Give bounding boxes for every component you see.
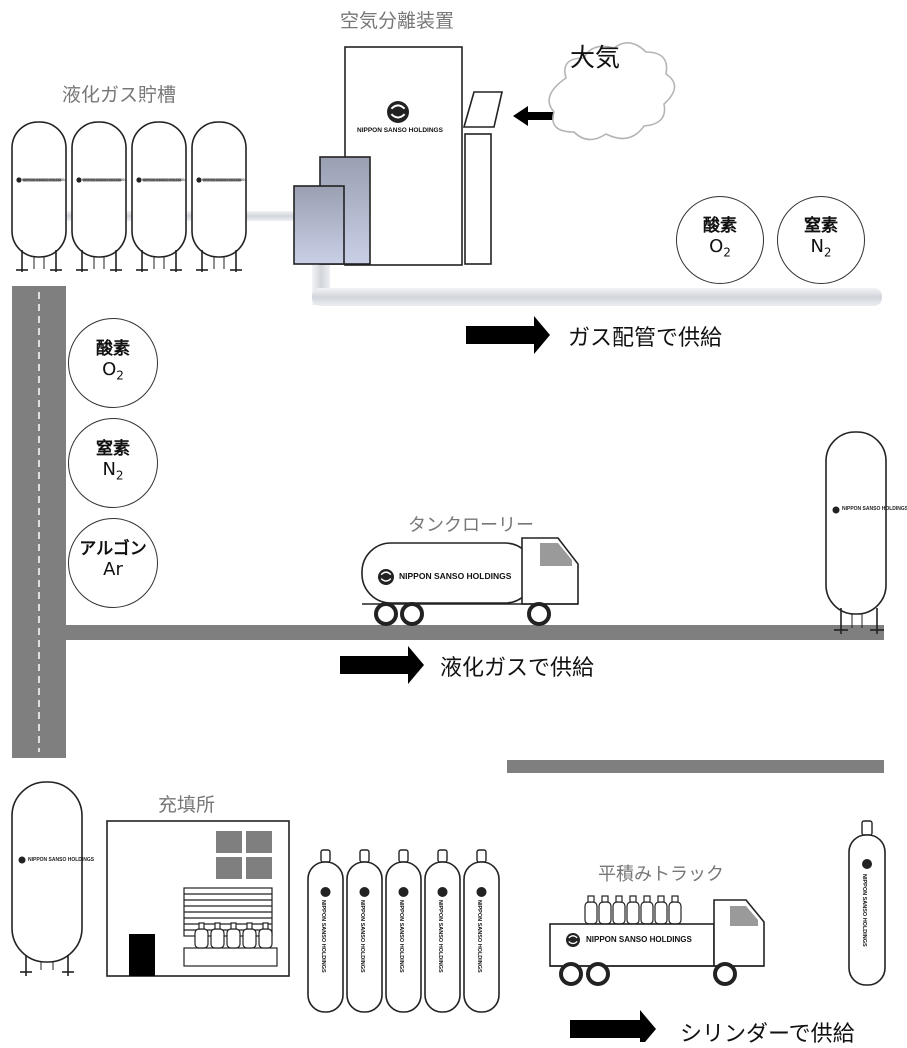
- brand-logo-text: NIPPON SANSO HOLDINGS: [28, 857, 95, 863]
- gas-symbol: O: [102, 359, 117, 381]
- brand-logo-text: NIPPON SANSO HOLDINGS: [842, 506, 907, 512]
- filling-station-tank: [11, 781, 83, 976]
- brand-logo-text: NIPPON SANSO HOLDINGS: [202, 178, 247, 182]
- cylinder-supply-label: シリンダーで供給: [680, 1022, 855, 1047]
- gas-subscript: 2: [115, 468, 124, 483]
- tank-lorry-title: タンクローリー: [408, 515, 534, 536]
- brand-logo-text: NIPPON SANSO HOLDINGS: [320, 900, 326, 973]
- air-intake-arrow: [513, 106, 554, 126]
- brand-logo-text: NIPPON SANSO HOLDINGS: [398, 900, 404, 973]
- pipeline-supply-label: ガス配管で供給: [568, 326, 723, 351]
- gas-cylinder-single: [848, 820, 886, 986]
- gas-cylinder: [424, 849, 461, 1013]
- gas-circle-oxygen: 酸素 O2: [68, 318, 158, 408]
- filling-station-title: 充填所: [158, 794, 216, 816]
- brand-logo-mark: [565, 932, 581, 948]
- brand-logo-text: NIPPON SANSO HOLDINGS: [476, 900, 482, 973]
- gas-cylinder-group: [307, 849, 500, 1013]
- gas-circle-nitrogen: 窒素 N2: [777, 196, 865, 284]
- gas-name: アルゴン: [79, 539, 147, 560]
- gas-circle-argon: アルゴン Ar: [68, 518, 158, 608]
- gas-name: 酸素: [703, 216, 737, 237]
- flatbed-truck-title: 平積みトラック: [598, 864, 724, 885]
- air-intake: [462, 91, 504, 128]
- brand-logo-text: NIPPON SANSO HOLDINGS: [586, 935, 692, 944]
- brand-logo-text: NIPPON SANSO HOLDINGS: [82, 178, 127, 182]
- gas-symbol: N: [102, 459, 116, 481]
- brand-logo-text: NIPPON SANSO HOLDINGS: [357, 127, 443, 134]
- liquid-supply-arrow: [340, 646, 424, 684]
- gas-circle-nitrogen: 窒素 N2: [68, 418, 158, 508]
- gas-cylinder: [463, 849, 500, 1013]
- brand-logo-text: NIPPON SANSO HOLDINGS: [861, 874, 867, 947]
- road: [12, 286, 884, 773]
- gas-name: 窒素: [804, 216, 838, 237]
- filling-station-building: [106, 820, 290, 977]
- storage-tank-group: [11, 121, 247, 272]
- gas-name: 酸素: [96, 339, 130, 360]
- gas-symbol: O: [709, 236, 724, 258]
- brand-logo-mark: [386, 100, 410, 124]
- gas-subscript: 2: [116, 368, 124, 383]
- gas-symbol: Ar: [103, 559, 123, 581]
- pipeline-supply-arrow: [466, 316, 550, 354]
- air-separation-unit: [293, 46, 554, 266]
- brand-logo-mark: [377, 568, 395, 586]
- storage-tank: [11, 121, 67, 272]
- brand-logo-text: NIPPON SANSO HOLDINGS: [437, 900, 443, 973]
- asu-title: 空気分離装置: [340, 10, 455, 32]
- storage-tank: [131, 121, 187, 272]
- air-cloud: [548, 42, 676, 141]
- gas-symbol: N: [810, 236, 824, 258]
- gas-name: 窒素: [96, 439, 130, 460]
- tank-lorry: [361, 537, 579, 626]
- brand-logo-text: NIPPON SANSO HOLDINGS: [399, 571, 512, 581]
- gas-cylinder: [385, 849, 422, 1013]
- gas-cylinder: [346, 849, 383, 1013]
- gas-circle-oxygen: 酸素 O2: [676, 196, 764, 284]
- gas-subscript: 2: [823, 245, 832, 260]
- gas-subscript: 2: [723, 245, 731, 260]
- brand-logo-text: NIPPON SANSO HOLDINGS: [22, 178, 67, 182]
- cylinder-supply-arrow: [570, 1010, 656, 1042]
- storage-tank: [71, 121, 127, 272]
- air-label: 大気: [570, 43, 621, 72]
- storage-tank: [191, 121, 247, 272]
- brand-logo-text: NIPPON SANSO HOLDINGS: [359, 900, 365, 973]
- storage-tanks-title: 液化ガス貯槽: [62, 84, 177, 106]
- brand-logo-text: NIPPON SANSO HOLDINGS: [142, 178, 187, 182]
- flatbed-truck: [549, 895, 765, 986]
- customer-tank: [825, 431, 887, 634]
- liquid-supply-label: 液化ガスで供給: [440, 656, 595, 681]
- gas-cylinder: [307, 849, 344, 1013]
